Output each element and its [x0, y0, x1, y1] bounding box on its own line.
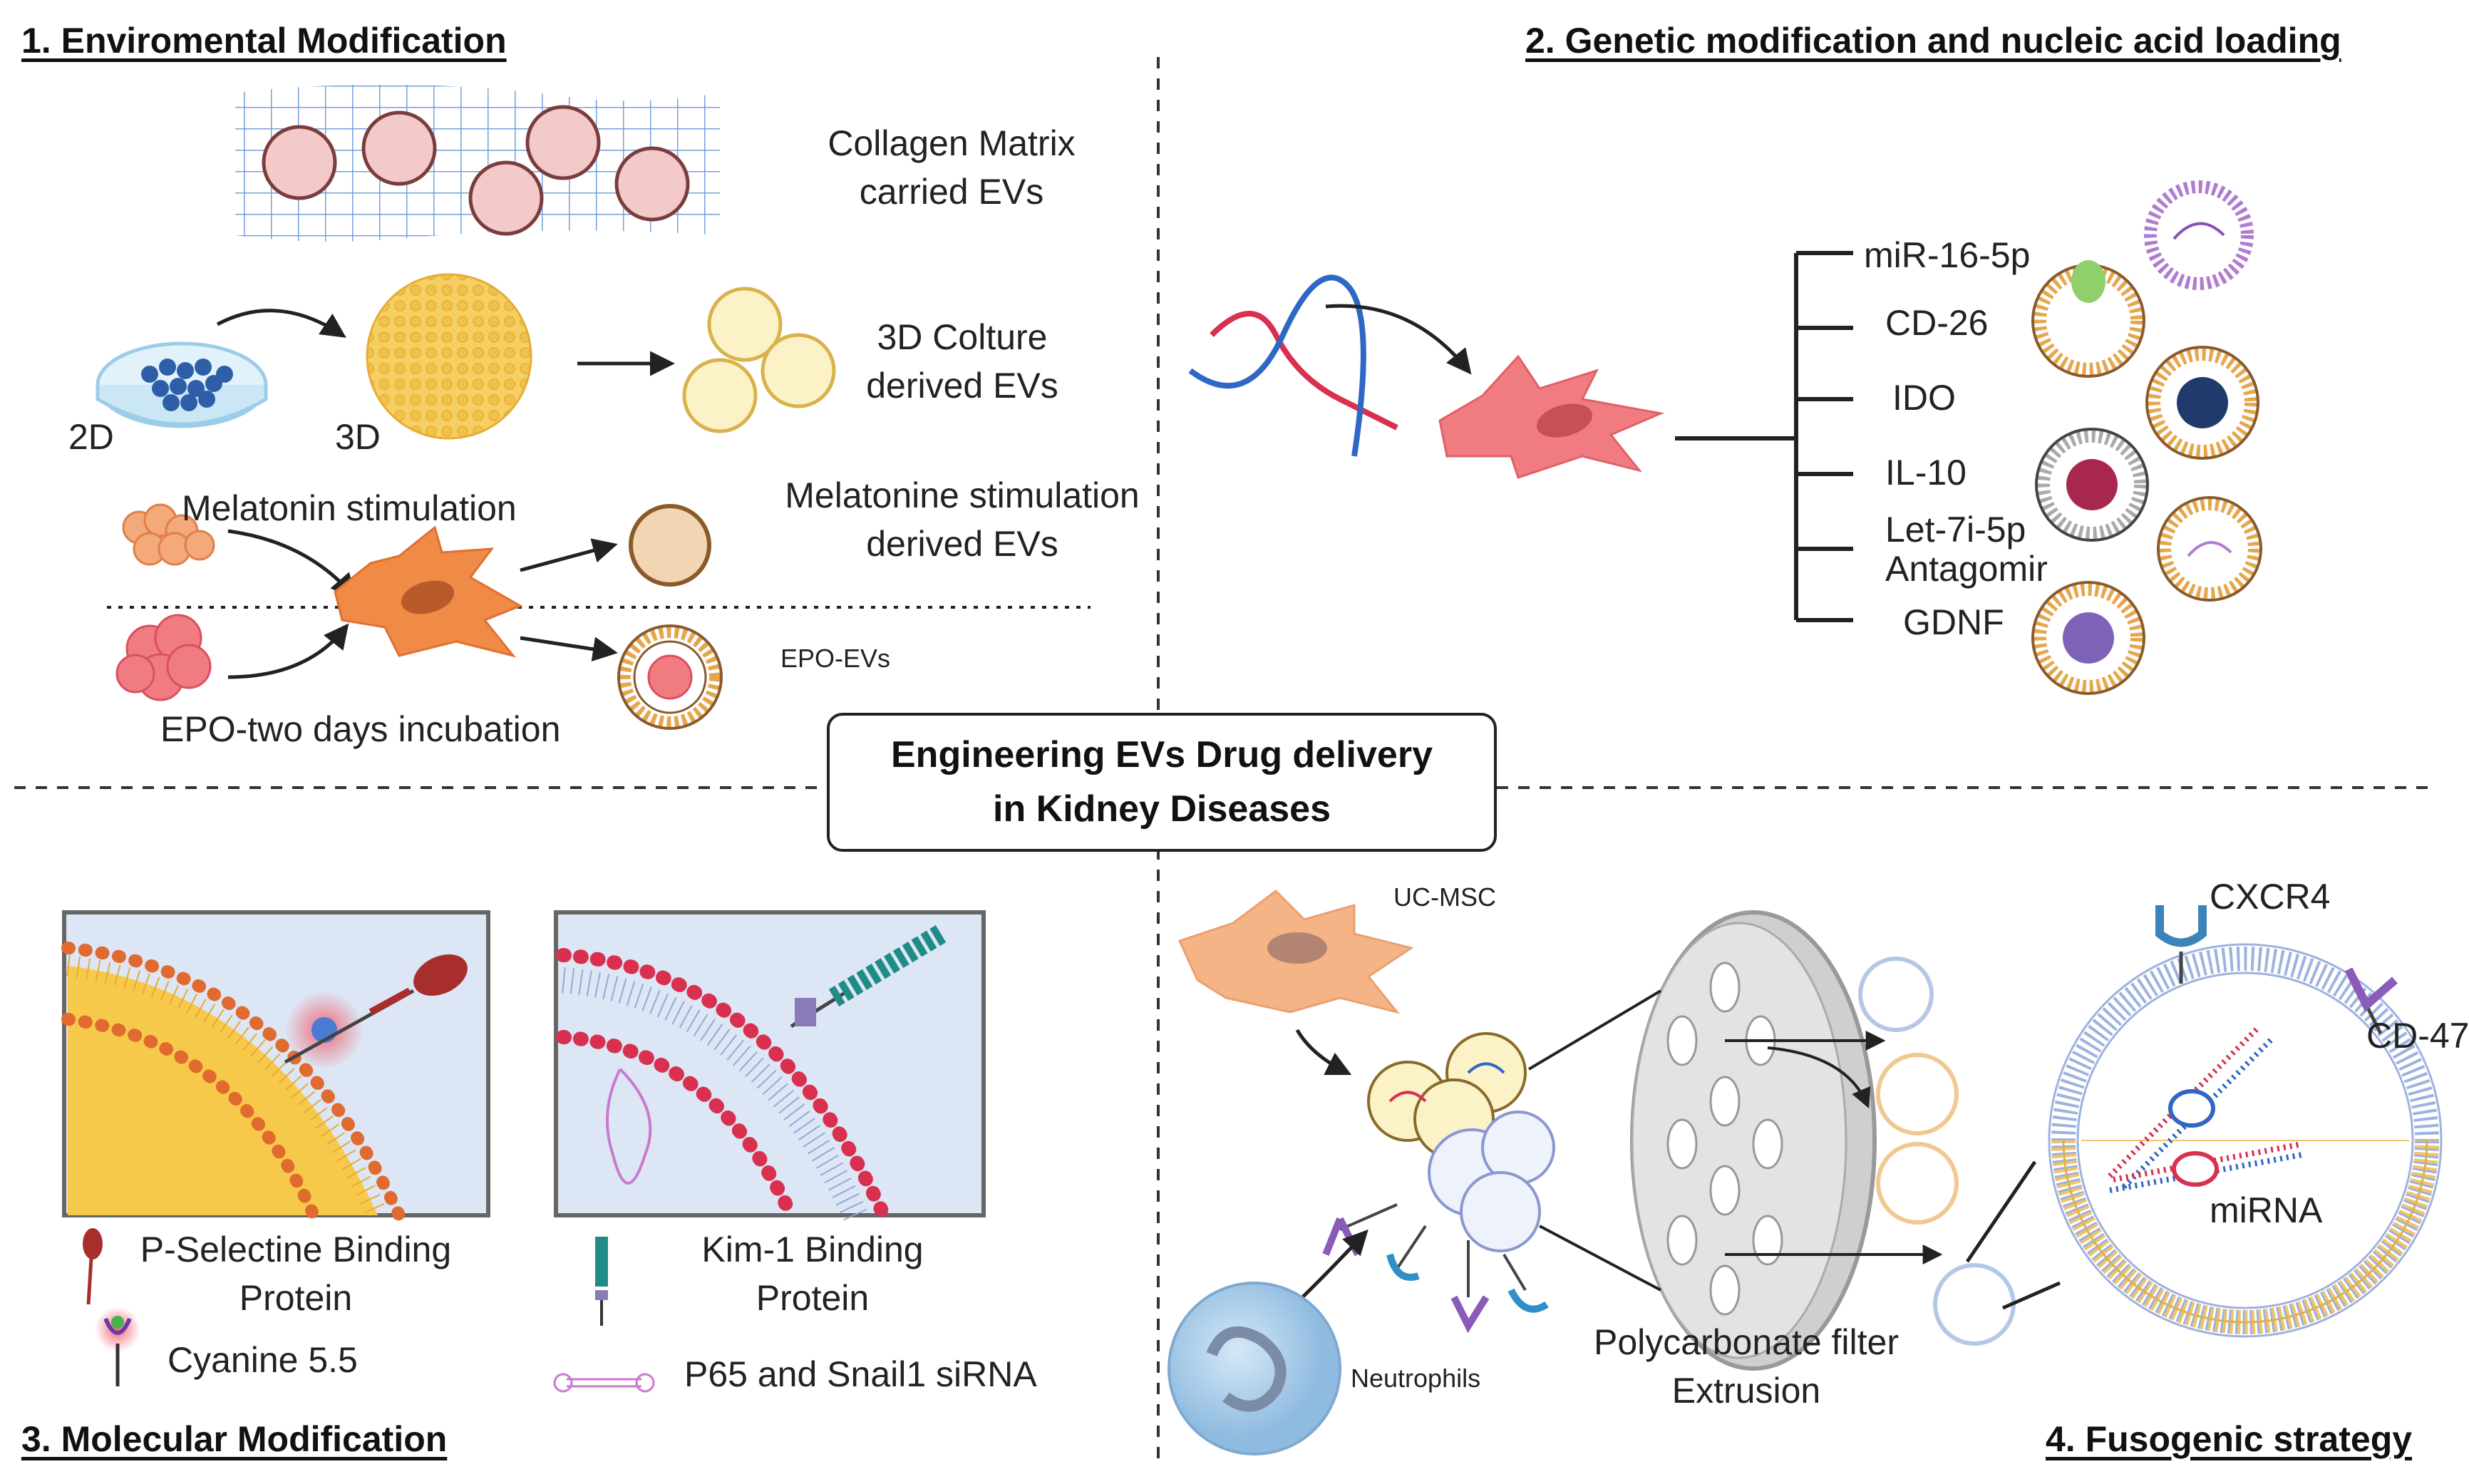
legend-icon-p-selectin: [83, 1228, 103, 1305]
legend-icon-sirna: [553, 1373, 655, 1393]
ev-mirna-purple: [2144, 180, 2254, 290]
culture-evs: [682, 287, 836, 433]
legend-icon-kim1: [595, 1237, 608, 1326]
hybrid-vesicles: [1367, 1032, 1555, 1252]
label-epo-evs: EPO-EVs: [780, 644, 891, 673]
gene-label-cd26: CD-26: [1885, 303, 1989, 343]
epo-ev: [617, 624, 723, 730]
cd47-receptor-icon: [2344, 967, 2398, 1035]
epo-cluster-icon: [115, 614, 212, 701]
hybrid-ev-large: [2048, 943, 2443, 1338]
arrow-cell-epo-ev: [520, 636, 618, 662]
mirna-duplex-icon: [2108, 1024, 2303, 1193]
label-cyanine: Cyanine 5.5: [167, 1340, 358, 1380]
label-epo-incubation: EPO-two days incubation: [160, 709, 561, 749]
label-neutrophils: Neutrophils: [1351, 1364, 1481, 1393]
ev-cd26: [2031, 260, 2145, 378]
section-title-molecular: 3. Molecular Modification: [21, 1419, 448, 1459]
gene-tree: [1675, 251, 1853, 622]
gene-label-gdnf: GDNF: [1903, 602, 2004, 642]
arrow-filter-curve: [1767, 1046, 1871, 1109]
label-uc-msc: UC-MSC: [1393, 882, 1496, 912]
arrow-cell-mel-ev: [520, 538, 618, 572]
center-title-line2: in Kidney Diseases: [993, 788, 1331, 830]
melatonin-ev: [629, 504, 711, 587]
section-title-environmental: 1. Enviromental Modification: [21, 21, 507, 61]
collagen-matrix: [235, 84, 720, 242]
center-title-box: Engineering EVs Drug delivery in Kidney …: [827, 713, 1497, 852]
neutrophil-cell: [1168, 1282, 1341, 1455]
label-cd47: CD-47: [2366, 1016, 2469, 1056]
panel-p-selectin: [61, 910, 490, 1222]
arrow-2d-3d: [216, 309, 346, 338]
gene-label-ido: IDO: [1892, 378, 1956, 418]
label-sirna: P65 and Snail1 siRNA: [684, 1354, 1037, 1394]
legend-icon-cyanine: [95, 1307, 140, 1386]
gene-label-antagomir: Antagomir: [1885, 549, 2048, 589]
uc-msc-cell: [1177, 890, 1414, 1014]
dna-helix-icon: [1188, 274, 1398, 457]
label-2d: 2D: [68, 417, 114, 457]
gene-label-mir16: miR-16-5p: [1864, 235, 2031, 275]
ev-let7i: [2157, 496, 2262, 602]
ev-il10: [2035, 428, 2149, 542]
modified-cell: [1438, 354, 1665, 479]
gene-label-let7i: Let-7i-5p: [1885, 510, 2026, 550]
line-to-hybrid-2: [2001, 1281, 2061, 1310]
line-to-hybrid-1: [1965, 1160, 2037, 1263]
line-to-filter-bottom: [1539, 1225, 1661, 1292]
panel-kim1: [554, 910, 986, 1222]
label-melatonin-stimulation: Melatonin stimulation: [182, 488, 517, 528]
gene-label-il10: IL-10: [1885, 453, 1967, 493]
arrow-epo: [227, 623, 349, 679]
label-mirna: miRNA: [2210, 1190, 2323, 1230]
extruded-vesicles: [1858, 957, 2016, 1346]
label-cxcr4: CXCR4: [2210, 877, 2331, 917]
stimulated-cell: [334, 525, 523, 658]
section-title-fusogenic: 4. Fusogenic strategy: [2046, 1419, 2413, 1459]
polycarbonate-filter: [1630, 910, 1877, 1371]
label-3d: 3D: [335, 417, 381, 457]
arrow-msc-down: [1295, 1029, 1352, 1076]
line-to-filter-top: [1527, 989, 1662, 1071]
petri-dish-2d: [96, 341, 268, 428]
ev-gdnf: [2031, 581, 2145, 695]
spheroid-3d: [366, 273, 532, 440]
cxcr4-receptor-icon: [2155, 905, 2207, 984]
center-title-line1: Engineering EVs Drug delivery: [891, 734, 1433, 776]
melatonin-crystal-icon: [122, 503, 215, 566]
ev-ido: [2145, 346, 2259, 460]
arrow-dna-cell: [1325, 304, 1472, 375]
section-title-genetic: 2. Genetic modification and nucleic acid…: [1525, 21, 2341, 61]
arrow-melatonin: [227, 529, 356, 599]
